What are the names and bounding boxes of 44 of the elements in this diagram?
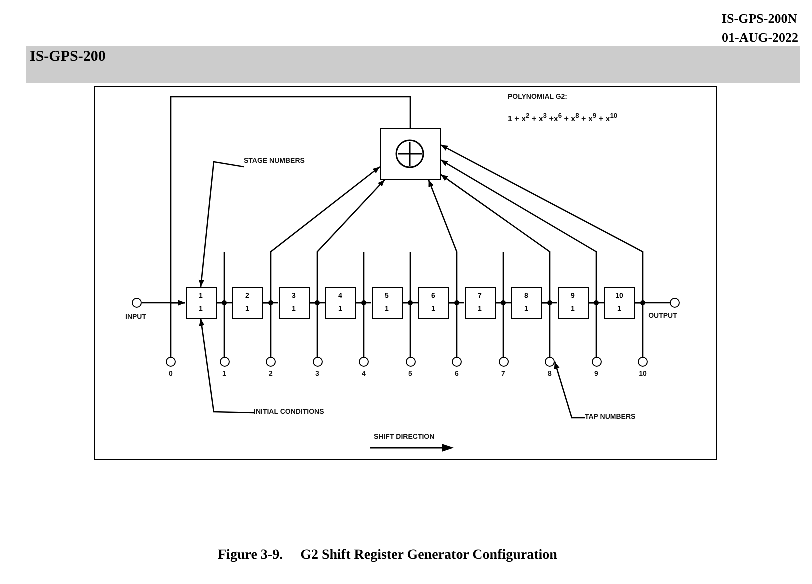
leader-line (554, 362, 585, 419)
register-stage-box (186, 287, 216, 319)
arrow (428, 180, 458, 304)
terminal-circle (498, 357, 508, 367)
register-stage-box (278, 287, 310, 319)
arrow (170, 96, 412, 306)
revision-date: 01-AUG-2022 (722, 30, 797, 46)
connector-line (216, 302, 226, 357)
terminal-circle (545, 357, 555, 367)
arrow (440, 144, 644, 304)
terminal-circle (312, 357, 322, 367)
connector-line (170, 302, 186, 357)
register-stage-box (511, 287, 542, 319)
terminal-circle (592, 357, 602, 367)
terminal-circle (452, 357, 462, 367)
connector-line (496, 302, 504, 357)
connector-line (402, 302, 412, 357)
register-stage-box (372, 287, 402, 319)
terminal-circle (670, 298, 680, 308)
arrow (440, 174, 551, 304)
terminal-circle (132, 298, 142, 308)
register-stage-box (464, 287, 496, 319)
terminal-circle (266, 357, 276, 367)
terminal-circle (406, 357, 416, 367)
register-stage-box (418, 287, 449, 319)
arrow (310, 180, 386, 304)
leader-line (199, 318, 254, 414)
terminal-circle (638, 357, 648, 367)
register-stage-box (604, 287, 635, 319)
arrow (263, 166, 380, 304)
leader-line (198, 161, 244, 288)
register-stage-box (325, 287, 356, 319)
header-title: IS-GPS-200 (30, 49, 106, 66)
arrow (440, 160, 598, 304)
figure-caption: Figure 3-9. G2 Shift Register Generator Configuration (218, 548, 558, 564)
register-stage-box (232, 287, 263, 319)
adder-box (380, 128, 441, 180)
terminal-circle (166, 357, 176, 367)
document-number: IS-GPS-200N (722, 11, 797, 27)
terminal-circle (359, 357, 369, 367)
terminal-circle (220, 357, 230, 367)
register-stage-box (558, 287, 588, 319)
connector-line (356, 302, 365, 357)
polynomial-formula: 1 + x$^{2}$ + x$^{3}$ +x$^{6}$ + x$^{8}$ + x$^{9}$ + x$^{10}$ (508, 112, 618, 126)
